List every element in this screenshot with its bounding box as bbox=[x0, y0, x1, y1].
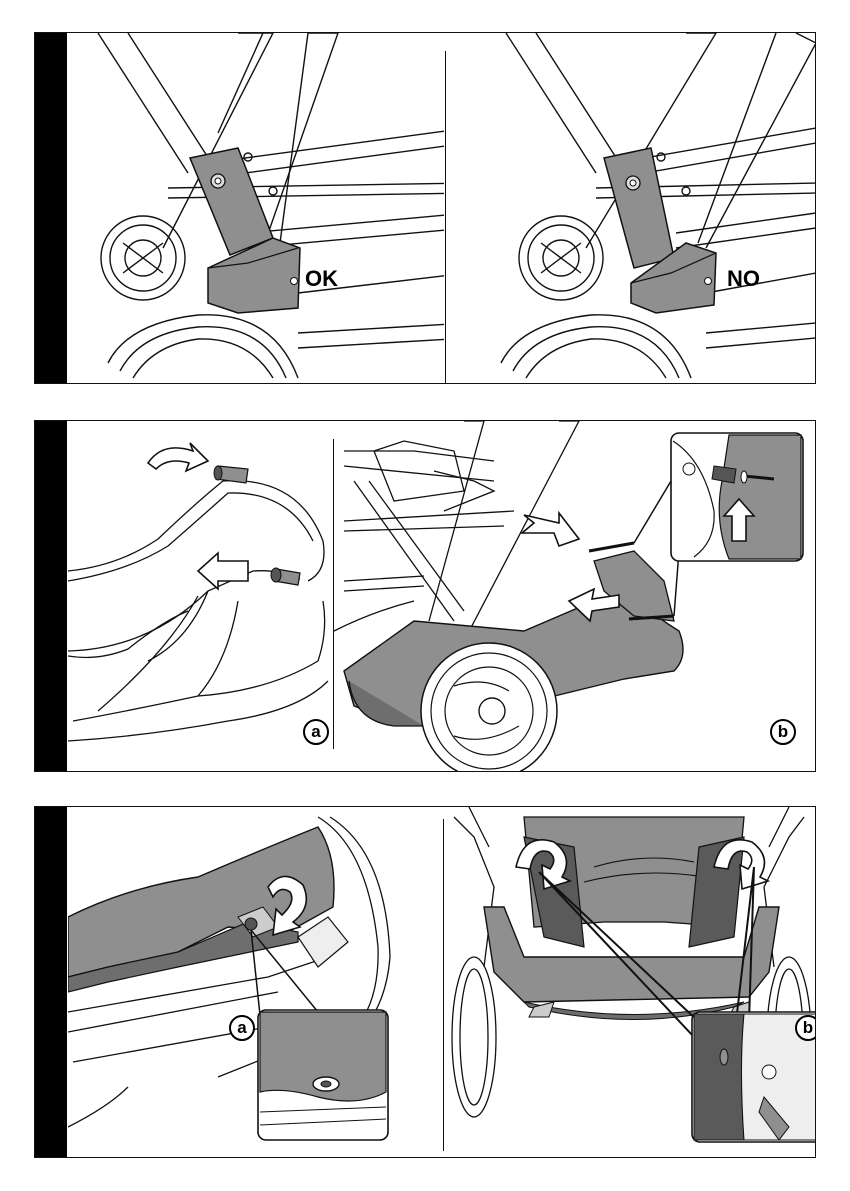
panel-sidebar-bar bbox=[35, 421, 67, 771]
basket-tube-detail-illustration bbox=[68, 421, 332, 772]
callout-b: b bbox=[795, 1015, 816, 1041]
panel-fold-lock-check: OK bbox=[34, 32, 816, 384]
frame-joint-no-illustration bbox=[446, 33, 816, 384]
panel-basket-attachment: a bbox=[34, 420, 816, 772]
callout-a: a bbox=[229, 1015, 255, 1041]
frame-joint-ok-illustration bbox=[68, 33, 444, 384]
callout-a: a bbox=[303, 719, 329, 745]
panel-sidebar-bar bbox=[35, 807, 67, 1157]
stroller-basket-illustration bbox=[334, 421, 816, 772]
basket-hook-detail-illustration bbox=[68, 807, 442, 1158]
basket-rear-view-illustration bbox=[444, 807, 816, 1158]
no-label: NO bbox=[727, 266, 760, 292]
panel-basket-fastening: a b bbox=[34, 806, 816, 1158]
panel-sidebar-bar bbox=[35, 33, 67, 383]
ok-label: OK bbox=[305, 266, 338, 292]
callout-b: b bbox=[770, 719, 796, 745]
